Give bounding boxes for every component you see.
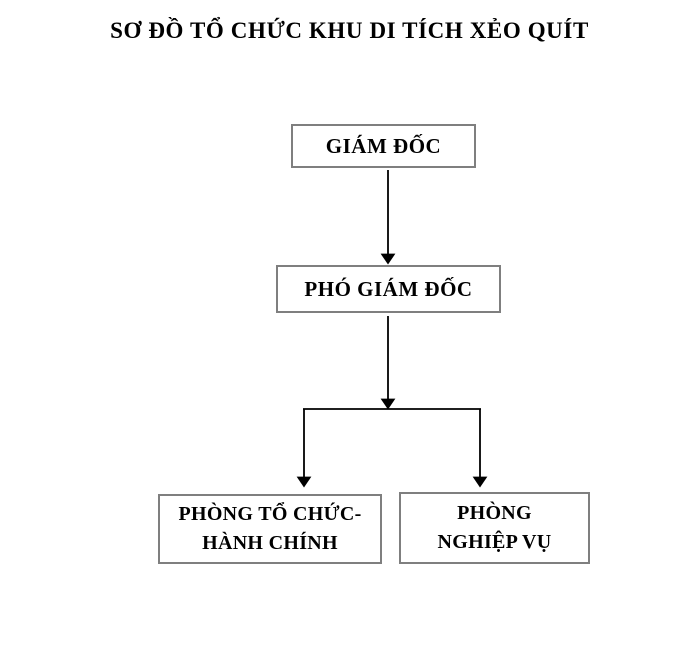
node-box-director[interactable]: GIÁM ĐỐC bbox=[291, 124, 476, 168]
node-label-org-admin: PHÒNG TỔ CHỨC- HÀNH CHÍNH bbox=[178, 503, 362, 554]
node-box-deputy-director[interactable]: PHÓ GIÁM ĐỐC bbox=[276, 265, 501, 313]
node-box-professional[interactable]: PHÒNG NGHIỆP VỤ bbox=[399, 492, 590, 564]
page-title: SƠ ĐỒ TỔ CHỨC KHU DI TÍCH XẺO QUÍT bbox=[110, 18, 589, 43]
node-label-professional: PHÒNG NGHIỆP VỤ bbox=[437, 502, 552, 553]
node-label-deputy-director: PHÓ GIÁM ĐỐC bbox=[304, 276, 473, 301]
node-label-director: GIÁM ĐỐC bbox=[325, 133, 442, 158]
node-box-org-admin[interactable]: PHÒNG TỔ CHỨC- HÀNH CHÍNH bbox=[158, 494, 382, 564]
